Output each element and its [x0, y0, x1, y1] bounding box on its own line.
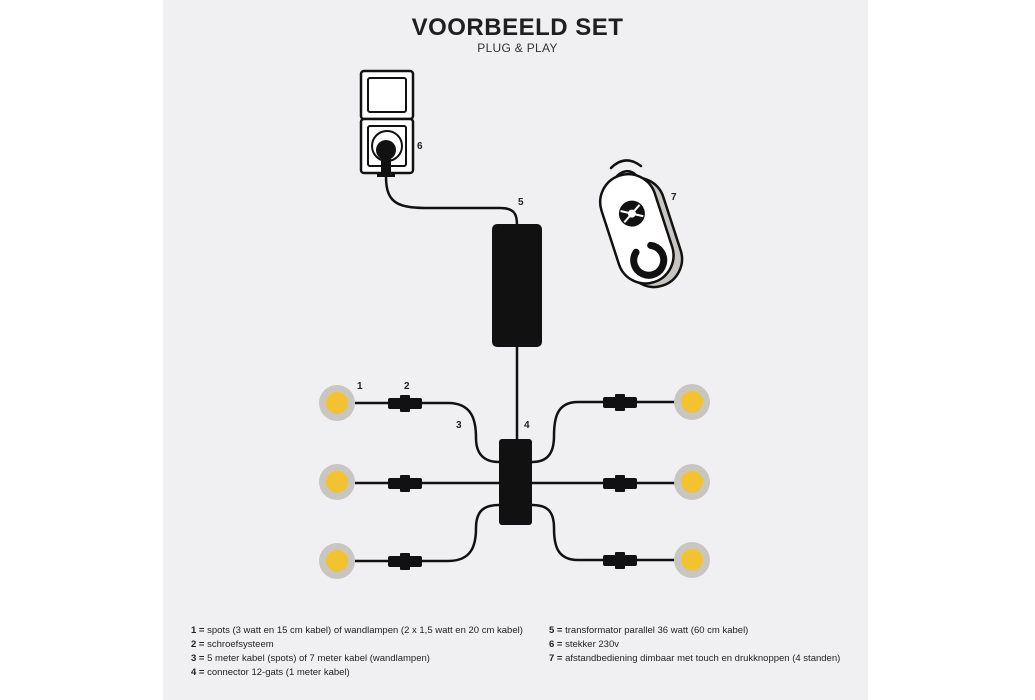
- label-7: 7: [671, 192, 677, 203]
- spot-light-left-bottom: [319, 543, 355, 579]
- connector-hub: [499, 439, 532, 525]
- cable-left-bottom: [355, 503, 500, 563]
- legend-item: 1 = spots (3 watt en 15 cm kabel) of wan…: [191, 625, 523, 636]
- legend-item: 3 = 5 meter kabel (spots) of 7 meter kab…: [191, 653, 430, 664]
- transformer-box: [492, 224, 542, 347]
- label-1: 1: [357, 381, 363, 392]
- legend-item: 4 = connector 12-gats (1 meter kabel): [191, 667, 350, 678]
- label-3: 3: [456, 420, 462, 431]
- spot-light-right-bottom: [674, 542, 710, 578]
- legend-right: 5 = transformator parallel 36 watt (60 c…: [549, 624, 840, 666]
- label-6: 6: [417, 141, 423, 152]
- screw-connector-left-middle: [388, 475, 422, 492]
- diagram-title: VOORBEELD SET: [411, 14, 624, 41]
- remote-control-icon: [598, 159, 684, 289]
- label-5: 5: [518, 197, 524, 208]
- label-2: 2: [404, 381, 410, 392]
- spot-light-right-middle: [674, 464, 710, 500]
- cable-right-top: [531, 400, 675, 464]
- spot-light-left-middle: [319, 464, 355, 500]
- legend-left: 1 = spots (3 watt en 15 cm kabel) of wan…: [191, 624, 523, 680]
- legend-item: 5 = transformator parallel 36 watt (60 c…: [549, 625, 749, 636]
- plug-icon: [376, 140, 396, 177]
- spot-light-left-top: [319, 385, 355, 421]
- cable-left-top: [355, 401, 500, 464]
- screw-connector-left-top: [388, 395, 422, 412]
- cable-right-bottom: [531, 503, 675, 562]
- legend-item: 6 = stekker 230v: [549, 639, 619, 650]
- transformer-power-cable: [384, 176, 519, 226]
- label-4: 4: [524, 420, 530, 431]
- spot-light-right-top: [674, 384, 710, 420]
- diagram-subtitle: PLUG & PLAY: [477, 41, 558, 55]
- diagram-background: [163, 0, 868, 700]
- screw-connector-right-top: [603, 394, 637, 411]
- screw-connector-left-bottom: [388, 553, 422, 570]
- screw-connector-right-middle: [603, 475, 637, 492]
- legend-item: 7 = afstandbediening dimbaar met touch e…: [549, 653, 841, 664]
- legend-item: 2 = schroefsysteem: [191, 639, 274, 650]
- screw-connector-right-bottom: [603, 552, 637, 569]
